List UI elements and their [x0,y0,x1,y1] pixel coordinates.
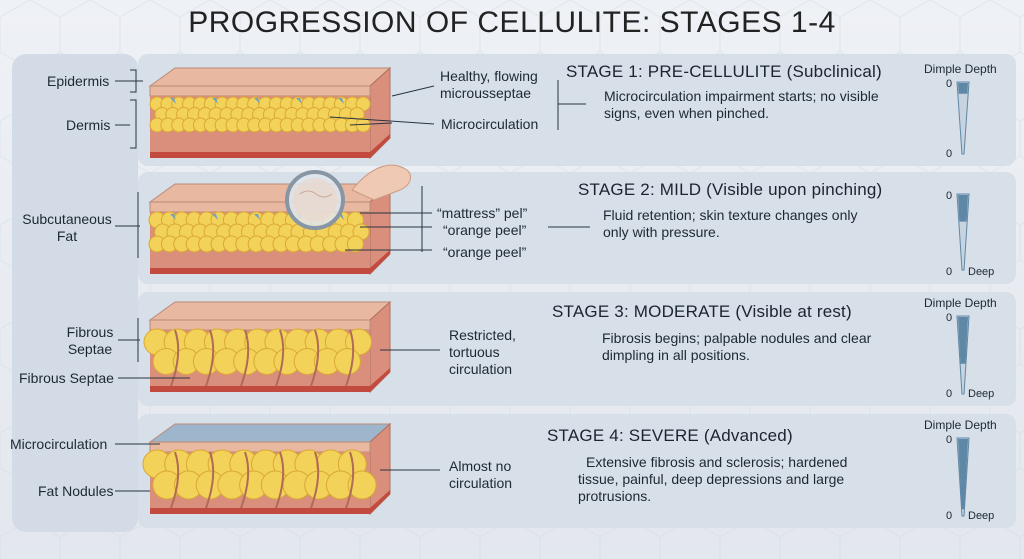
stage-2-gauge-top: 0 [946,190,953,202]
stage-2-callout-mattress: “mattress” pel” [437,205,528,221]
stage-1-gauge-top: 0 [946,78,953,90]
label-microcirculation: Microcirculation [10,436,108,452]
stage-1-callout-microcirculation: Microcirculation [441,116,539,132]
stage-1-gauge-title: Dimple Depth [924,62,997,76]
stage-4-gauge-bottom: 0 [946,510,953,522]
left-label-panel [12,54,138,532]
stage-3-title: STAGE 3: MODERATE (Visible at rest) [552,302,852,321]
stage-3-description: Fibrosis begins; palpable nodules and cl… [602,330,872,363]
stage-1-gauge-bottom: 0 [946,148,953,160]
stage-4-tissue-block [142,422,392,516]
stage-4-callout-no-circulation: Almost no circulation [449,458,513,491]
stage-3-callout-restricted: Restricted, tortuous circulation [449,327,516,377]
stage-2-callout-orange-peel-2: “orange peel” [443,244,527,260]
stage-2-callout-orange-peel-1: “orange peel” [443,222,527,238]
label-dermis: Dermis [66,117,111,133]
stage-4-gauge-end: Deep [968,510,995,522]
stage-1-gauge-bar [956,81,970,155]
label-fibrous-septae-2: Fibrous Septae [19,370,114,386]
stage-2-title: STAGE 2: MILD (Visible upon pinching) [578,180,883,199]
label-epidermis: Epidermis [47,73,110,89]
stage-3-gauge-end: Deep [968,388,995,400]
stage-4-description: Extensive fibrosis and sclerosis; harden… [578,454,848,504]
stage-1-callout-healthy: Healthy, flowing microusseptae [440,68,538,101]
label-subcutaneous-fat: Subcutaneous Fat [22,211,112,244]
page-title: PROGRESSION OF CELLULITE: STAGES 1-4 [188,6,836,39]
stage-1-description: Microcirculation impairment starts; no v… [604,88,879,121]
stage-3-tissue-block [143,300,392,394]
stage-2-gauge-bottom: 0 [946,266,953,278]
stage-1-title: STAGE 1: PRE-CELLULITE (Subclinical) [566,62,882,81]
stage-3-gauge-title: Dimple Depth [924,296,997,310]
stage-1-tissue-block [148,66,392,160]
stage-4-gauge-bar [956,437,970,517]
stage-2-gauge-end: Deep [968,266,995,278]
stage-2-description: Fluid retention; skin texture changes on… [603,207,858,240]
stage-3-gauge-bottom: 0 [946,388,953,400]
stage-3-gauge-bar [956,315,970,395]
label-fibrous-septae: Fibrous Septae [66,324,114,357]
stage-3-gauge-top: 0 [946,312,953,324]
magnifier-icon [285,164,411,230]
label-fat-nodules: Fat Nodules [38,483,114,499]
stage-4-gauge-title: Dimple Depth [924,418,997,432]
stage-2-gauge-bar [956,193,970,271]
stage-4-title: STAGE 4: SEVERE (Advanced) [547,426,793,445]
stage-4-gauge-top: 0 [946,434,953,446]
